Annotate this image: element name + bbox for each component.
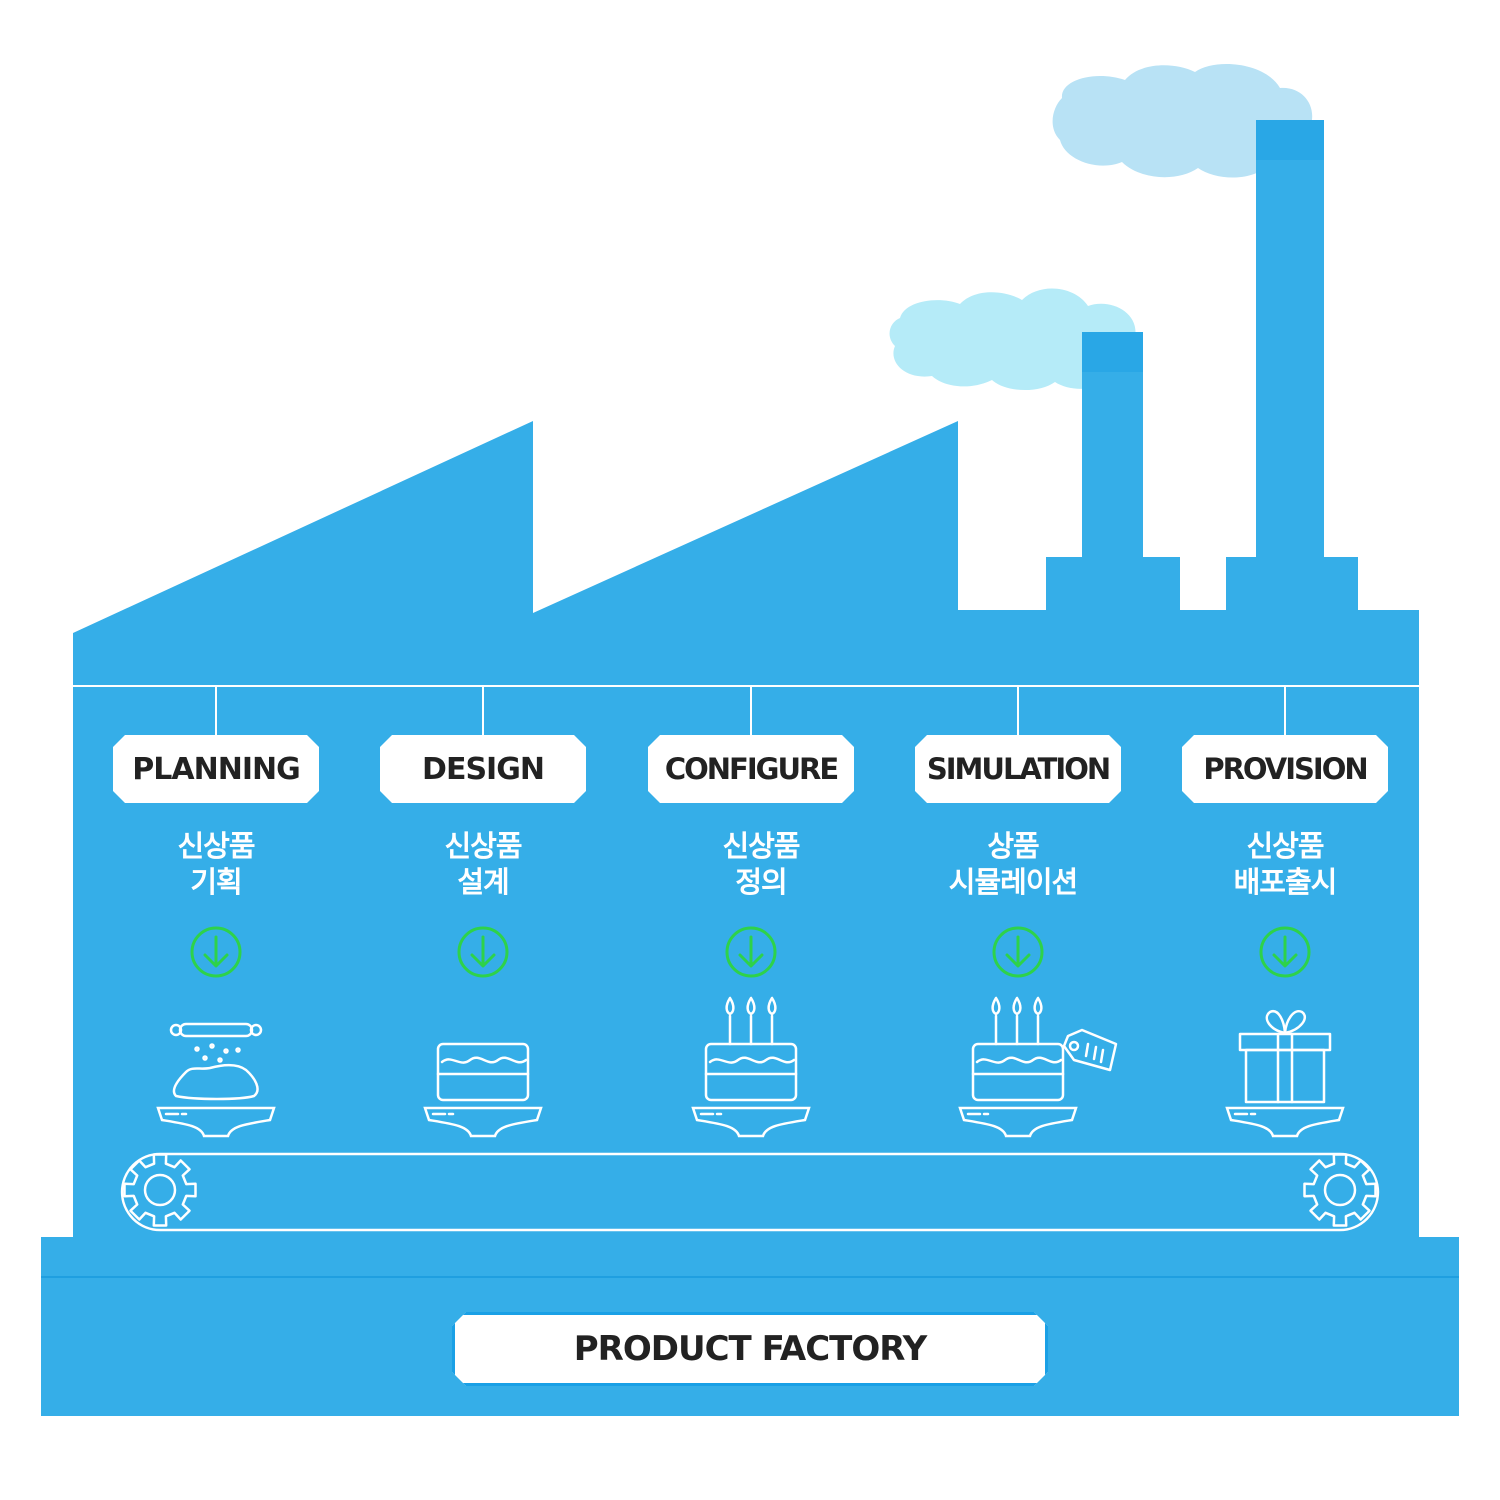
product-factory-label: PRODUCT FACTORY: [452, 1312, 1048, 1386]
down-arrow-icon: [190, 926, 242, 978]
down-arrow-icon: [457, 926, 509, 978]
distribution-lines: [73, 685, 1419, 736]
stage-desc-design: 신상품 설계: [373, 828, 593, 900]
stage-desc-line1: 상품: [987, 829, 1039, 863]
plate-icons: [156, 1106, 1345, 1138]
stage-label-simulation: SIMULATION: [915, 735, 1121, 803]
stage-desc-line2: 배포출시: [1233, 865, 1338, 899]
stage-desc-line1: 신상품: [1246, 829, 1324, 863]
stage-desc-line2: 정의: [735, 865, 787, 899]
stage-desc-line1: 신상품: [444, 829, 522, 863]
smoke-cloud-left: [889, 288, 1142, 391]
down-arrow-icon: [992, 926, 1044, 978]
smoke-cloud-right: [1052, 64, 1313, 178]
stage-desc-planning: 신상품 기획: [106, 828, 326, 900]
gift-box-icon: [1238, 1009, 1332, 1104]
stage-desc-line2: 시뮬레이션: [948, 865, 1078, 899]
stage-desc-line2: 설계: [457, 865, 509, 899]
birthday-cake-icon: [704, 996, 798, 1102]
stage-desc-line1: 신상품: [177, 829, 255, 863]
stage-label-planning: PLANNING: [113, 735, 319, 803]
plate-icon: [423, 1106, 543, 1138]
cake-on-plate-icon: [436, 1042, 530, 1102]
stage-desc-line2: 기획: [190, 865, 242, 899]
stage-desc-line1: 신상품: [722, 829, 800, 863]
gear-icon: [1303, 1153, 1377, 1227]
priced-cake-icon: [971, 996, 1118, 1102]
stage-label-configure: CONFIGURE: [648, 735, 854, 803]
plate-icon: [958, 1106, 1078, 1138]
gear-icon: [123, 1153, 197, 1227]
dough-on-plate-icon: [169, 1022, 263, 1101]
stage-label-design: DESIGN: [380, 735, 586, 803]
down-arrow-icon: [1259, 926, 1311, 978]
plate-icon: [691, 1106, 811, 1138]
plate-icon: [1225, 1106, 1345, 1138]
stage-desc-configure: 신상품 정의: [651, 828, 871, 900]
down-arrow-icon: [725, 926, 777, 978]
down-arrow-icons: [190, 926, 1311, 978]
plate-icon: [156, 1106, 276, 1138]
stage-label-provision: PROVISION: [1182, 735, 1388, 803]
stage-desc-simulation: 상품 시뮬레이션: [903, 828, 1123, 900]
factory-building: [41, 120, 1459, 1416]
stage-desc-provision: 신상품 배포출시: [1175, 828, 1395, 900]
